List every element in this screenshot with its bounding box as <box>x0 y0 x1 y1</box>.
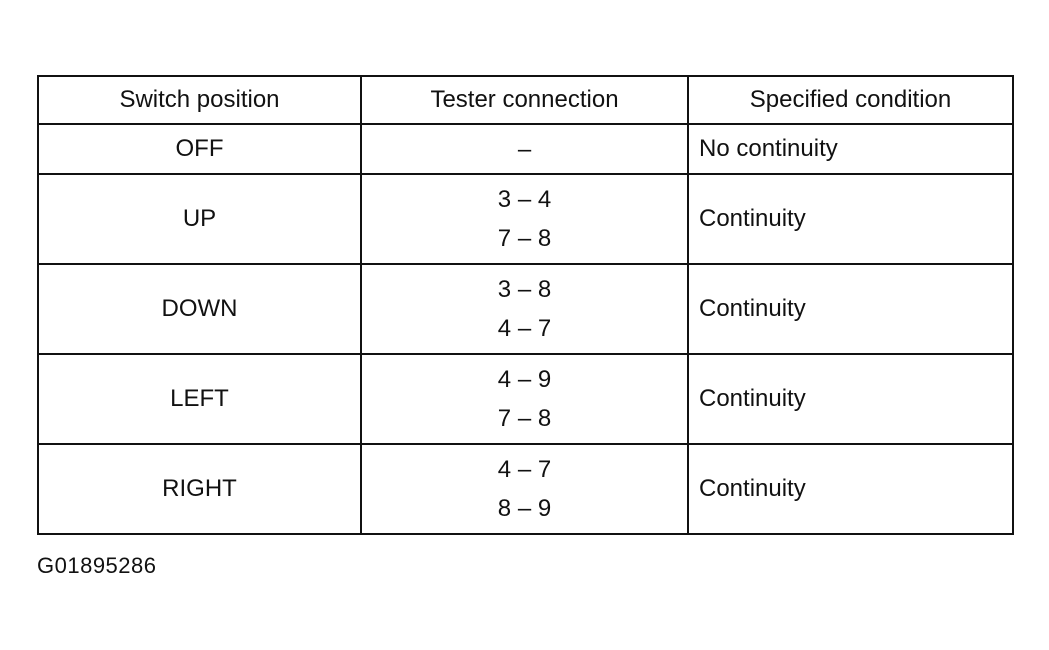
switch-position-cell: DOWN <box>37 263 362 355</box>
connection-value: 7 – 8 <box>497 225 552 252</box>
tester-connection-cell: 3 – 8 4 – 7 <box>360 263 689 355</box>
switch-position-cell: RIGHT <box>37 443 362 535</box>
condition-cell: Continuity <box>687 263 1014 355</box>
connection-value: 4 – 7 <box>497 456 552 483</box>
table-header-row: Switch position Tester connection Specif… <box>37 75 1014 125</box>
condition-cell: Continuity <box>687 353 1014 445</box>
table-row: UP 3 – 4 7 – 8 Continuity <box>37 173 1014 265</box>
connection-value: 4 – 9 <box>497 366 552 393</box>
header-tester-connection: Tester connection <box>360 75 689 125</box>
condition-cell: Continuity <box>687 443 1014 535</box>
condition-cell: Continuity <box>687 173 1014 265</box>
switch-inspection-table: Switch position Tester connection Specif… <box>37 75 1014 535</box>
figure-id: G01895286 <box>37 553 157 578</box>
switch-position-cell: UP <box>37 173 362 265</box>
connection-value: – <box>517 135 532 163</box>
connection-value: 8 – 9 <box>497 495 552 522</box>
header-specified-condition: Specified condition <box>687 75 1014 125</box>
condition-cell: No continuity <box>687 123 1014 175</box>
connection-value: 3 – 8 <box>497 276 552 303</box>
table-row: RIGHT 4 – 7 8 – 9 Continuity <box>37 443 1014 535</box>
tester-connection-cell: 4 – 9 7 – 8 <box>360 353 689 445</box>
connection-value: 3 – 4 <box>497 186 552 213</box>
table-row: DOWN 3 – 8 4 – 7 Continuity <box>37 263 1014 355</box>
tester-connection-cell: – <box>360 123 689 175</box>
connection-value: 7 – 8 <box>497 405 552 432</box>
switch-position-cell: LEFT <box>37 353 362 445</box>
switch-position-cell: OFF <box>37 123 362 175</box>
table-row: OFF – No continuity <box>37 123 1014 175</box>
tester-connection-cell: 3 – 4 7 – 8 <box>360 173 689 265</box>
header-switch-position: Switch position <box>37 75 362 125</box>
tester-connection-cell: 4 – 7 8 – 9 <box>360 443 689 535</box>
connection-value: 4 – 7 <box>497 315 552 342</box>
table-row: LEFT 4 – 9 7 – 8 Continuity <box>37 353 1014 445</box>
